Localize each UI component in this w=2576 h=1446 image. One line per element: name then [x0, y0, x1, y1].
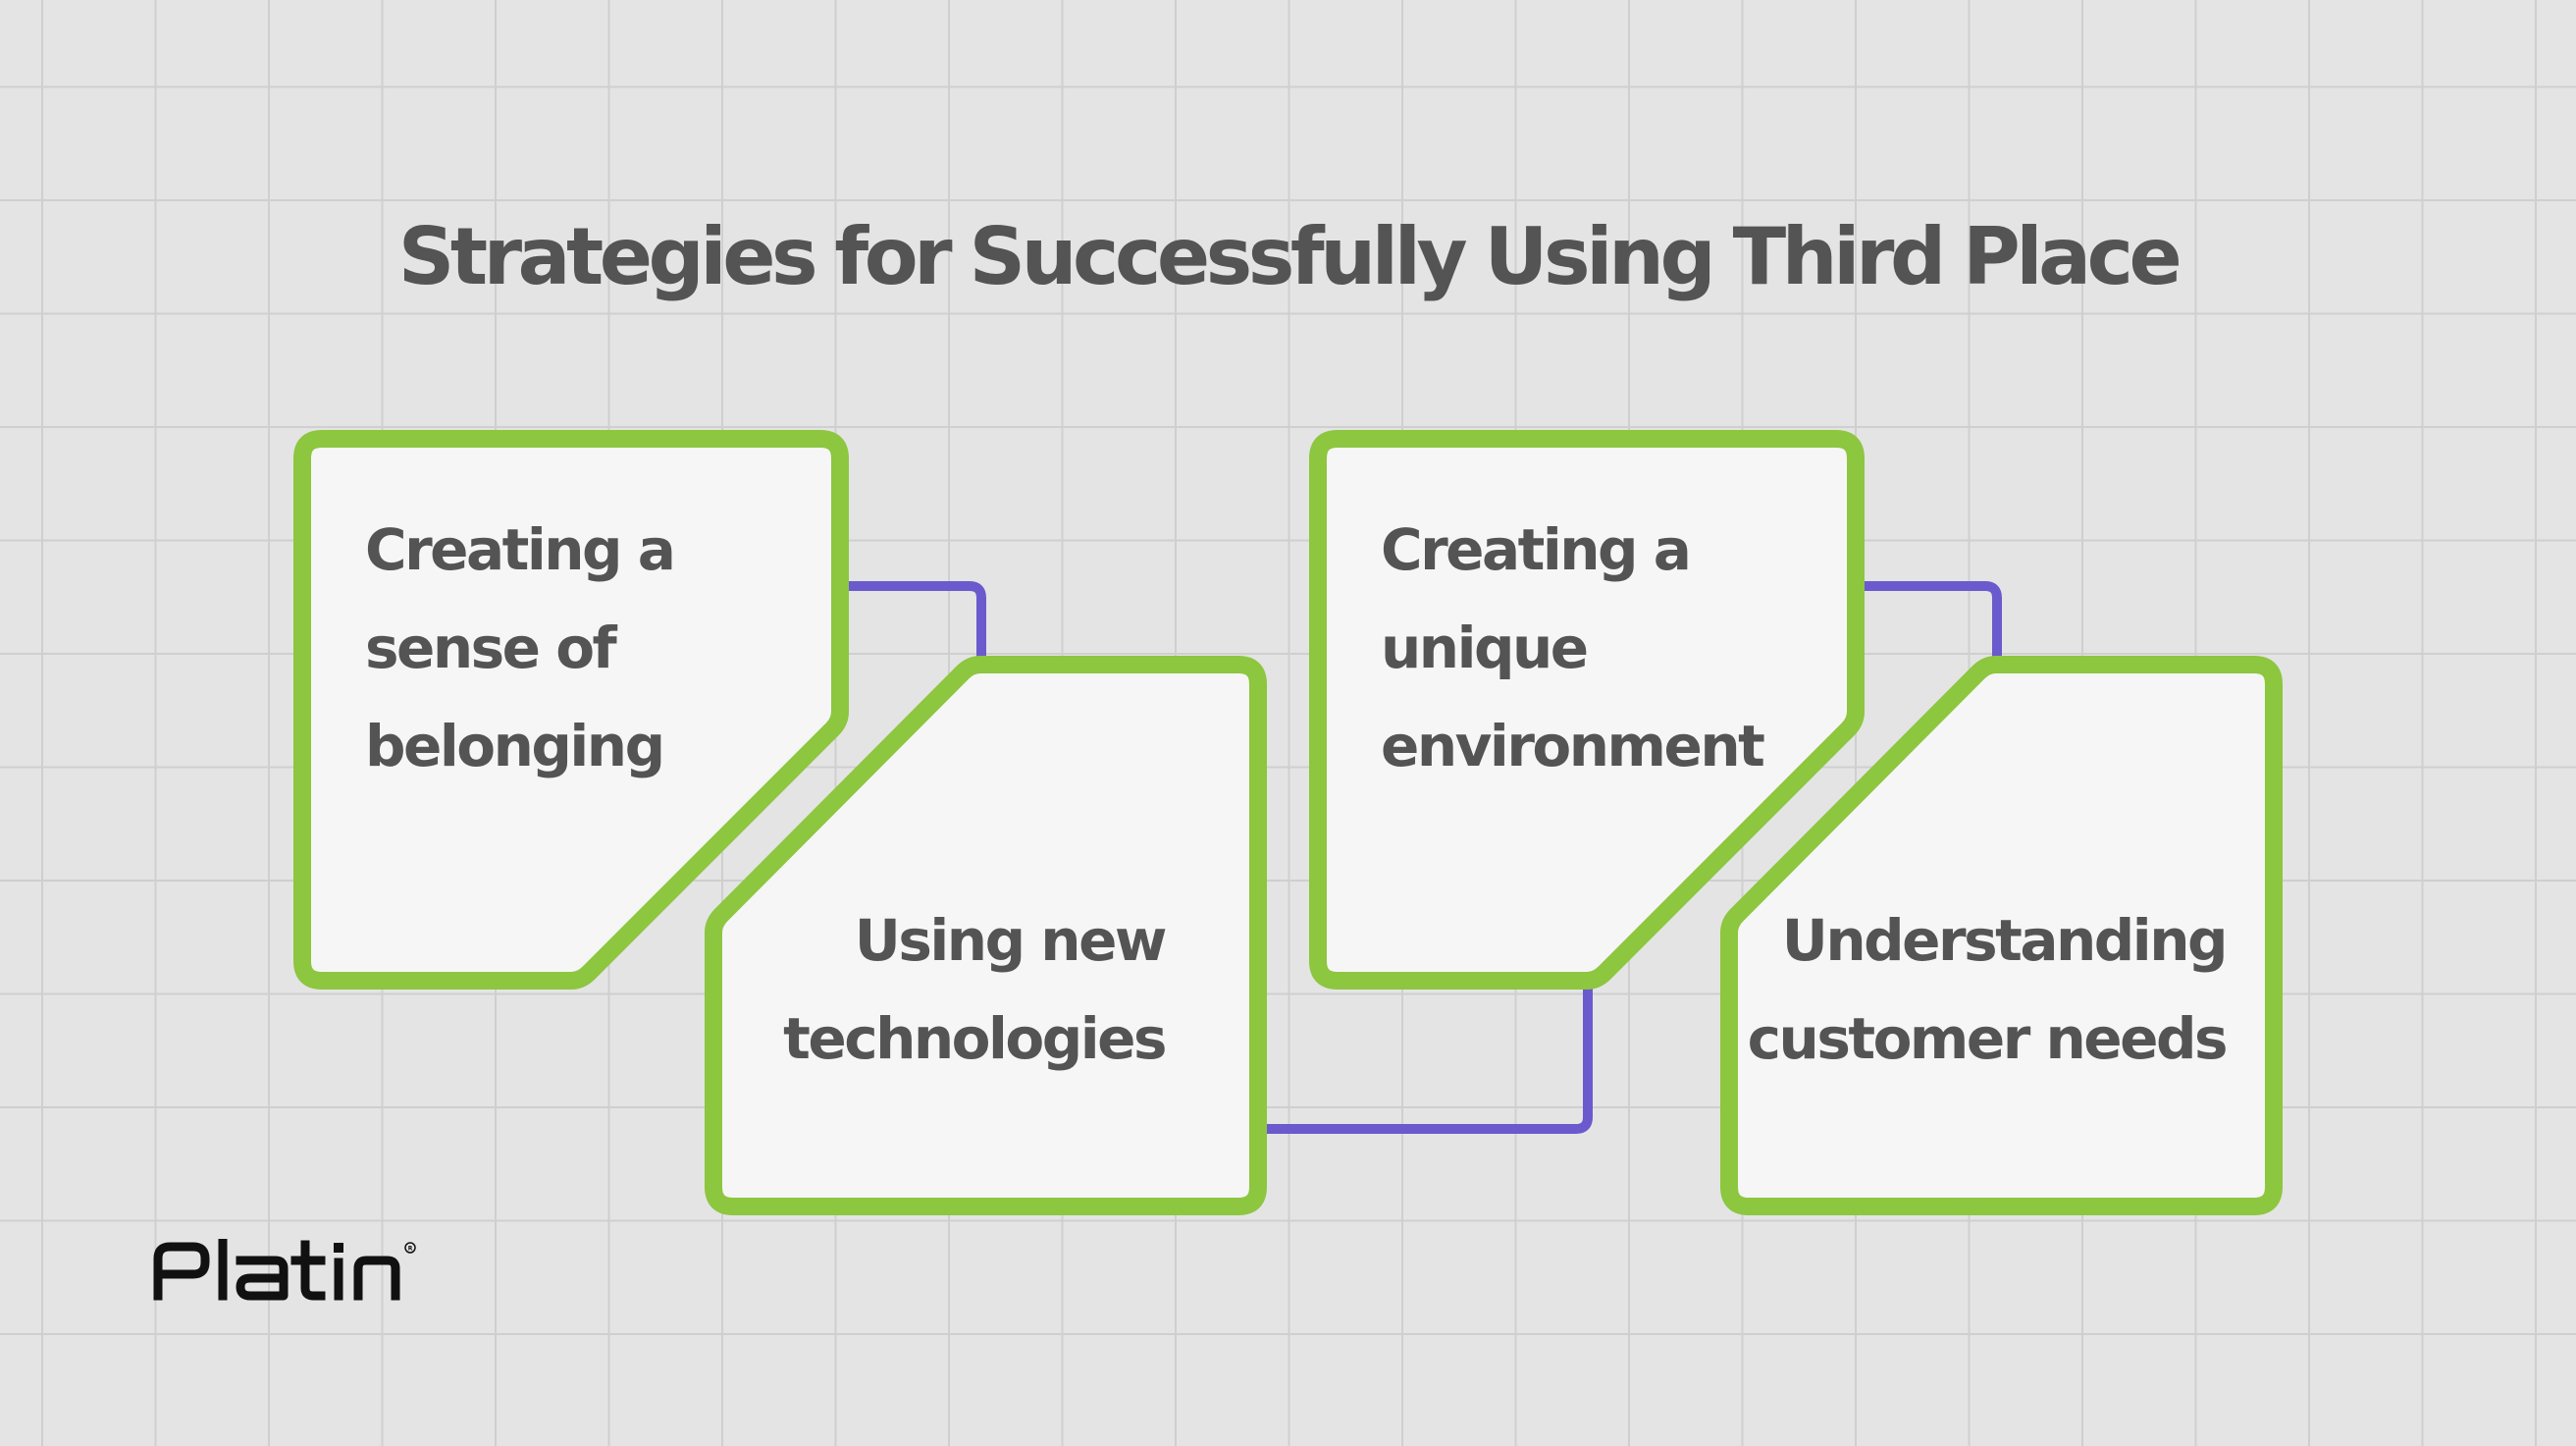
strategy-card-1-text: Creating a sense of belonging — [365, 501, 676, 795]
strategy-card-4 — [1720, 656, 2283, 1215]
strategy-card-4-line-2: customer needs — [1747, 1005, 2229, 1072]
strategy-card-3-line-3: environment — [1381, 713, 1765, 779]
strategy-card-3 — [1309, 430, 1865, 990]
strategy-card-4-text: Understanding customer needs — [1747, 891, 2229, 1088]
strategy-card-1 — [293, 430, 849, 990]
connector-2-3 — [1256, 977, 1593, 1134]
strategy-card-2-line-2: technologies — [783, 1005, 1167, 1072]
strategy-card-1-line-2: sense of — [365, 615, 617, 681]
strategy-card-3-line-1: Creating a — [1381, 516, 1692, 583]
page-title: Strategies for Successfully Using Third … — [397, 211, 2182, 302]
platin-logo: R — [153, 1239, 416, 1301]
svg-text:R: R — [408, 1246, 413, 1253]
strategy-card-1-line-1: Creating a — [365, 516, 676, 583]
connector-3-4 — [1860, 581, 2002, 668]
strategy-card-2 — [705, 656, 1267, 1215]
strategy-card-1-line-3: belonging — [365, 713, 665, 779]
connector-1-2 — [844, 581, 986, 668]
strategy-card-2-line-1: Using new — [854, 907, 1168, 974]
strategy-card-3-line-2: unique — [1381, 615, 1589, 681]
strategy-card-4-line-1: Understanding — [1781, 907, 2229, 974]
strategy-card-2-text: Using new technologies — [783, 891, 1168, 1088]
strategy-card-3-text: Creating a unique environment — [1381, 501, 1765, 795]
